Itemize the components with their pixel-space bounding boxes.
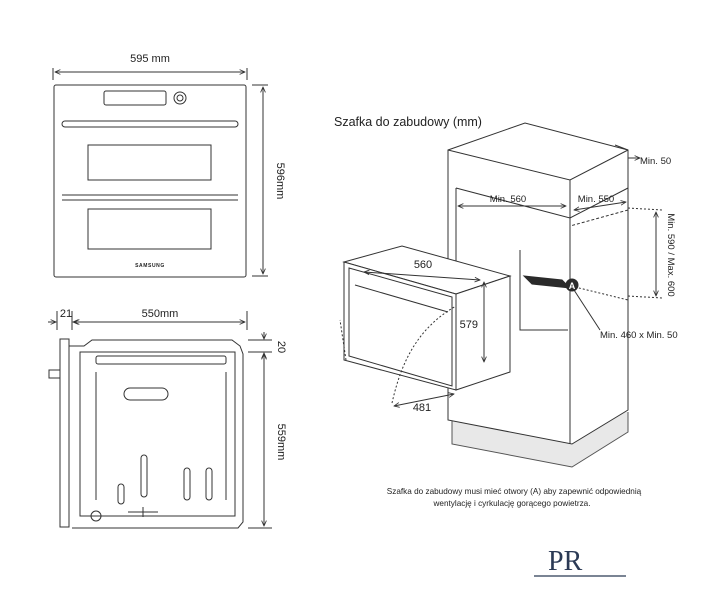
height-range-label: Min. 590 / Max. 600 (665, 213, 676, 296)
min550-dim (574, 202, 626, 210)
front-view (52, 68, 268, 278)
oven-front-body (53, 84, 247, 278)
min50-top-label: Min. 50 (640, 156, 671, 167)
oven-width-label: 560 (414, 259, 432, 271)
upper-door-window (87, 144, 212, 181)
pr-logo-text: PR (548, 546, 583, 577)
side-slot-2 (183, 467, 191, 501)
side-view (48, 311, 272, 529)
side-top-vent (95, 355, 227, 365)
vent-marker-label: A (569, 281, 576, 291)
front-width-label: 595 mm (130, 53, 170, 65)
side-door-label: 21 (60, 308, 72, 320)
niche-inner (519, 250, 568, 331)
control-knob-inner (176, 94, 184, 102)
side-top-label: 20 (275, 341, 287, 353)
oven-box-side (455, 275, 511, 391)
side-screw (90, 510, 102, 522)
brand-logo: SAMSUNG (135, 263, 165, 269)
side-slot-4 (117, 483, 125, 505)
pr-logo: PR (534, 546, 626, 577)
side-embossing (123, 387, 169, 401)
vent-size-leader (573, 289, 601, 331)
oven-box-front (343, 261, 457, 391)
oven-box-handle (354, 284, 449, 313)
side-knob (48, 369, 61, 379)
min50-top-ext (614, 144, 629, 151)
oven-width-dim (364, 272, 480, 280)
oven-door-swing (391, 305, 457, 404)
oven-height-label: 579 (460, 319, 478, 331)
oven-depth-guide (339, 319, 347, 361)
oven-box-door (348, 267, 453, 387)
side-body-inner (79, 351, 236, 517)
front-height-label: 596mm (274, 163, 286, 200)
side-depth-label: 550mm (142, 308, 179, 320)
vent-marker (565, 278, 579, 292)
side-slot-1 (140, 454, 148, 498)
side-door (59, 338, 70, 528)
side-mark (128, 507, 158, 517)
min560-label: Min. 560 (490, 194, 526, 205)
side-slot-3 (205, 467, 213, 501)
cabinet-guides (574, 207, 663, 301)
note-line-2: wentylację i cyrkulację gorącego powietr… (432, 499, 590, 508)
cabinet-title: Szafka do zabudowy (mm) (334, 115, 482, 129)
door-handle (61, 120, 239, 128)
oven-depth-label: 481 (413, 402, 431, 414)
min550-label: Min. 550 (578, 194, 614, 205)
vent-size-label: Min. 460 x Min. 50 (600, 330, 678, 341)
side-rails (95, 372, 227, 500)
oven-dimensions (339, 272, 484, 406)
lower-door-window (87, 208, 212, 250)
note-line-1: Szafka do zabudowy musi mieć otwory (A) … (387, 487, 642, 496)
niche-back-dashed (569, 209, 629, 330)
side-height-label: 559mm (275, 424, 287, 461)
oven-depth-dim (394, 394, 454, 406)
control-knob (173, 91, 187, 105)
side-body-outline (69, 339, 244, 529)
control-display (103, 90, 167, 106)
